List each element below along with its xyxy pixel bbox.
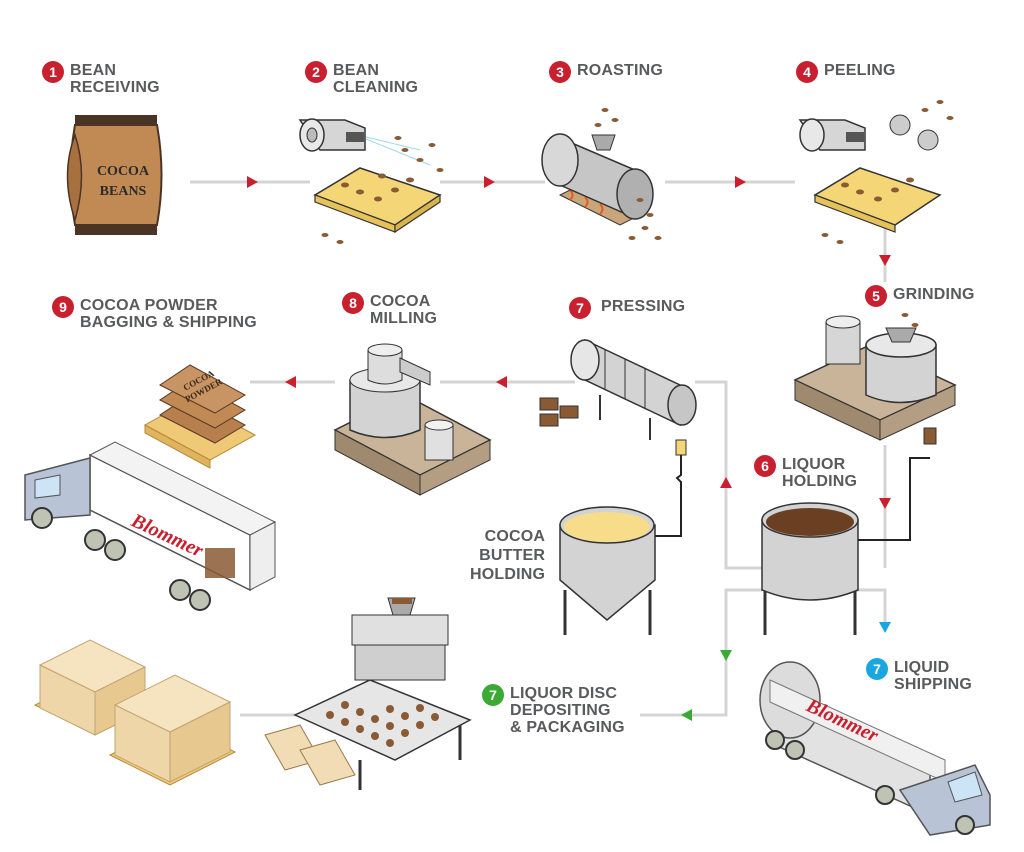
flow-arrows [247, 176, 891, 721]
step-title: GRINDING [893, 286, 975, 303]
cocoa-butter-holding-label: COCOA BUTTER HOLDING [470, 527, 545, 584]
disc-depositor-icon [264, 597, 472, 790]
arrow-up-icon [720, 477, 732, 488]
step-title: PRESSING [601, 298, 686, 315]
grinder-mill-icon [793, 313, 957, 445]
step-4-peeling: 4 PEELING [796, 61, 896, 83]
step-8-cocoa-milling: 8 COCOA MILLING [342, 292, 438, 327]
step-title: BEAN RECEIVING [70, 62, 160, 96]
step-7-liquid-shipping: 7 LIQUID SHIPPING [866, 658, 973, 693]
step-title: LIQUID SHIPPING [894, 659, 973, 693]
arrow-right-icon [247, 176, 258, 188]
arrow-left-icon [285, 376, 296, 388]
cocoa-milling-machine-icon [333, 343, 492, 496]
cleaning-blower-conveyor-icon [298, 118, 444, 244]
box-truck-icon: Blommer [24, 441, 277, 611]
step-title: BEAN CLEANING [333, 62, 419, 96]
step-9-cocoa-powder-bagging-shipping: 9 COCOA POWDER BAGGING & SHIPPING [52, 296, 257, 331]
flow-line-6-press [695, 380, 762, 570]
step-badge: 5 [865, 285, 887, 307]
step-7-pressing: 7 PRESSING [569, 297, 686, 319]
step-badge: 7 [569, 297, 591, 319]
boxed-pallets-icon [33, 639, 237, 786]
liquor-holding-tank-icon [761, 457, 930, 635]
step-badge: 8 [342, 292, 364, 314]
step-badge: 4 [796, 61, 818, 83]
step-title: LIQUOR HOLDING [782, 456, 858, 490]
step-badge: 6 [754, 455, 776, 477]
flow-line-6-liquid [855, 588, 887, 625]
arrow-left-icon [496, 376, 507, 388]
step-badge: 7 [866, 658, 888, 680]
step-badge: 3 [549, 61, 571, 83]
step-title: COCOA POWDER BAGGING & SHIPPING [80, 297, 257, 331]
flow-lines [190, 180, 887, 717]
arrow-down-icon [879, 255, 891, 266]
step-title: ROASTING [577, 62, 664, 79]
step-3-roasting: 3 ROASTING [549, 61, 664, 83]
cocoa-press-icon [539, 338, 697, 537]
step-5-grinding: 5 GRINDING [865, 285, 975, 307]
bean-bag-text-line1: COCOA [97, 164, 150, 179]
powder-bags-pallet-icon: COCOA POWDER [143, 364, 257, 469]
arrow-down-icon [879, 498, 891, 509]
step-1-bean-receiving: 1 BEAN RECEIVING [42, 61, 160, 96]
step-title: PEELING [824, 62, 896, 79]
arrow-left-icon [681, 709, 692, 721]
step-badge: 9 [52, 296, 74, 318]
step-badge: 7 [482, 684, 504, 706]
roaster-drum-icon [541, 108, 662, 240]
flow-line-6-disc [640, 588, 762, 717]
side-label: COCOA BUTTER HOLDING [470, 528, 546, 583]
step-badge: 2 [305, 61, 327, 83]
peeler-blower-conveyor-icon [798, 100, 954, 244]
arrow-right-icon [735, 176, 746, 188]
step-badge: 1 [42, 61, 64, 83]
bean-bag-text-line2: BEANS [100, 184, 147, 199]
arrow-down-icon [879, 622, 891, 633]
cocoa-butter-tank-icon [559, 506, 656, 635]
step-title: COCOA MILLING [370, 293, 438, 327]
arrow-right-icon [484, 176, 495, 188]
step-title: LIQUOR DISC DEPOSITING & PACKAGING [510, 685, 625, 736]
tanker-truck-icon: Blommer [759, 661, 991, 836]
step-2-bean-cleaning: 2 BEAN CLEANING [305, 61, 419, 96]
arrow-down-icon [720, 650, 732, 661]
step-6-liquor-holding: 6 LIQUOR HOLDING [754, 455, 858, 490]
cocoa-bean-bag-icon: COCOA BEANS [66, 115, 163, 235]
step-7-liquor-disc-depositing-packaging: 7 LIQUOR DISC DEPOSITING & PACKAGING [482, 684, 625, 736]
